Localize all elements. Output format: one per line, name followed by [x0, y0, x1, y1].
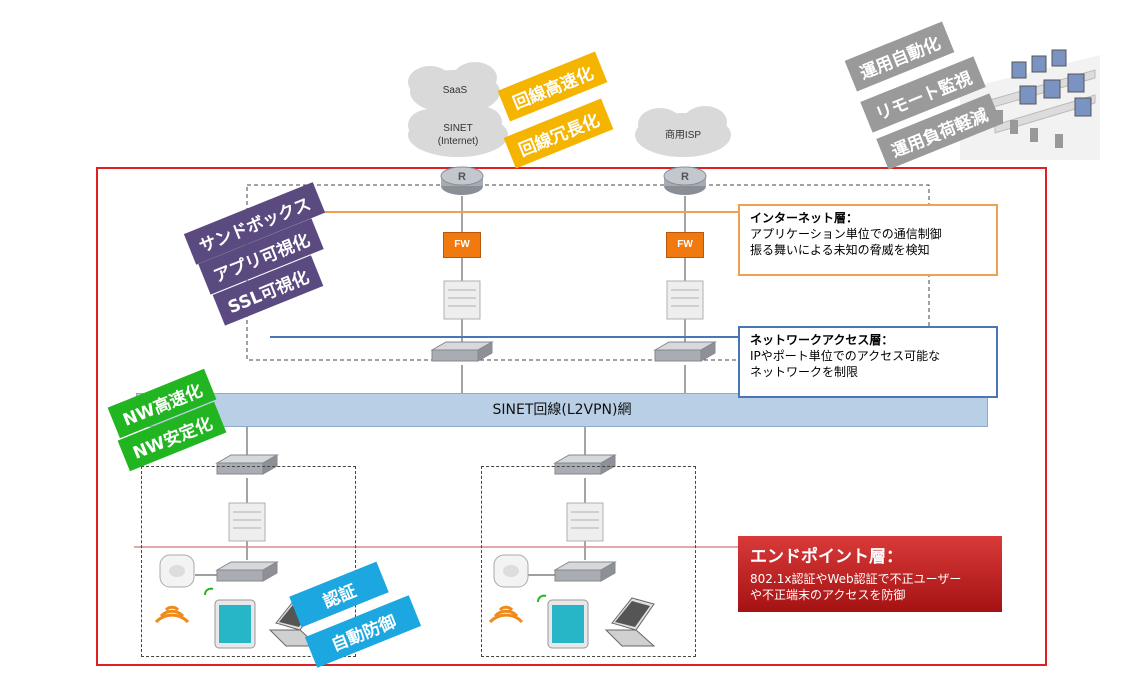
- endpoint-layer-line1: 802.1x認証やWeb認証で不正ユーザー: [750, 572, 962, 586]
- router-right: [663, 166, 707, 195]
- appliance-internet-left: [443, 280, 481, 320]
- internet-layer-title: インターネット層：: [750, 211, 859, 225]
- cloud-sinet: [408, 106, 508, 157]
- cloud-isp: [635, 106, 731, 157]
- link-indicator-left-icon: [204, 587, 214, 596]
- wifi-signal-left-icon: [154, 605, 190, 624]
- tablet-left-icon: [214, 599, 256, 649]
- cloud-sinet-label-line2: (Internet): [437, 136, 479, 147]
- link-indicator-right-icon: [537, 594, 547, 603]
- access-layer-title: ネットワークアクセス層：: [750, 333, 894, 347]
- cloud-sinet-label: SINET (Internet): [413, 122, 503, 148]
- cloud-isp-label: 商用ISP: [664, 130, 702, 141]
- access-point-left-icon: [159, 554, 195, 588]
- router-left-label: R: [458, 171, 466, 183]
- sinet-backbone: SINET回線(L2VPN)網: [136, 393, 988, 427]
- endpoint-layer-box: エンドポイント層： 802.1x認証やWeb認証で不正ユーザー や不正端末のアク…: [738, 536, 1002, 612]
- switch-edge-left: [215, 561, 279, 582]
- links: [195, 196, 686, 576]
- internet-layer-line1: アプリケーション単位での通信制御: [750, 227, 942, 241]
- switch-distribution-right: [553, 454, 617, 475]
- appliance-internet-right: [666, 280, 704, 320]
- laptop-right-icon: [604, 597, 656, 647]
- cloud-saas: [408, 62, 500, 114]
- operations-office-illustration: [960, 49, 1100, 160]
- access-layer-line2: ネットワークを制限: [750, 365, 859, 379]
- endpoint-zone-right: [481, 466, 696, 657]
- switch-access-left: [430, 341, 494, 362]
- appliance-endpoint-left: [228, 502, 266, 542]
- router-right-label: R: [681, 171, 689, 183]
- internet-layer-box: インターネット層： アプリケーション単位での通信制御 振る舞いによる未知の脅威を…: [738, 204, 998, 276]
- appliance-endpoint-right: [566, 502, 604, 542]
- firewall-left: FW: [443, 232, 481, 258]
- switch-access-right: [653, 341, 717, 362]
- endpoint-layer-line2: や不正端末のアクセスを防御: [750, 588, 906, 602]
- access-point-right-icon: [493, 554, 529, 588]
- campus-perimeter: [96, 167, 1047, 666]
- cloud-sinet-label-line1: SINET: [443, 123, 473, 134]
- switch-edge-right: [553, 561, 617, 582]
- internet-layer-line2: 振る舞いによる未知の脅威を検知: [750, 243, 930, 257]
- endpoint-zone-left: [141, 466, 356, 657]
- tablet-right-icon: [547, 599, 589, 649]
- access-layer-box: ネットワークアクセス層： IPやポート単位でのアクセス可能な ネットワークを制限: [738, 326, 998, 398]
- endpoint-layer-title: エンドポイント層：: [750, 547, 903, 567]
- access-layer-line1: IPやポート単位でのアクセス可能な: [750, 349, 941, 363]
- switch-distribution-left: [215, 454, 279, 475]
- firewall-right: FW: [666, 232, 704, 258]
- router-left: [440, 166, 484, 195]
- cloud-saas-label: SaaS: [442, 85, 468, 96]
- wifi-signal-right-icon: [488, 605, 524, 624]
